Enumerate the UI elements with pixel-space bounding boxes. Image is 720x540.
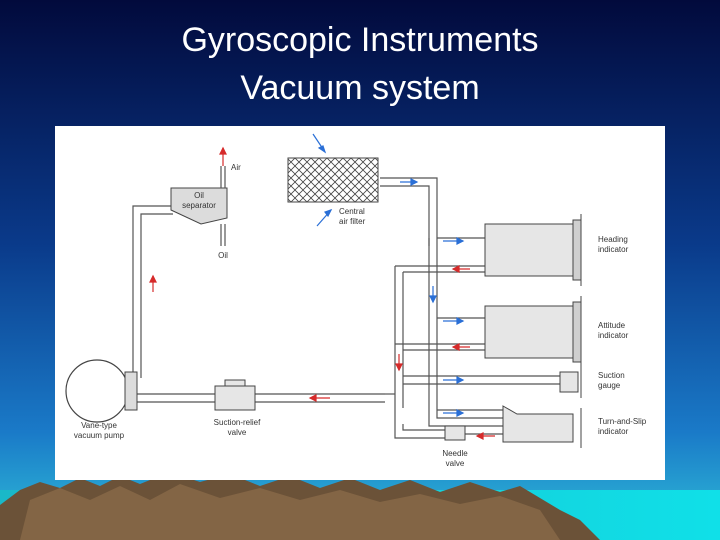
suction-relief-label-1: Suction-relief bbox=[214, 418, 261, 427]
vacuum-pump-label-2: vacuum pump bbox=[74, 431, 125, 440]
vacuum-system-diagram: Air Oil separator Oil Central air filter… bbox=[65, 133, 647, 468]
attitude-indicator bbox=[484, 305, 574, 359]
central-air-filter-label-2: air filter bbox=[339, 217, 366, 226]
oil-label: Oil bbox=[218, 251, 228, 260]
heading-indicator-label-2: indicator bbox=[598, 245, 629, 254]
heading-indicator bbox=[484, 223, 574, 277]
needle-valve bbox=[444, 425, 466, 441]
turn-and-slip-indicator bbox=[502, 405, 574, 443]
central-air-filter bbox=[287, 157, 379, 203]
oil-separator-label-1: Oil bbox=[194, 191, 204, 200]
turn-and-slip-label-1: Turn-and-Slip bbox=[598, 417, 647, 426]
turn-and-slip-label-2: indicator bbox=[598, 427, 629, 436]
central-air-filter-label-1: Central bbox=[339, 207, 365, 216]
oil-separator bbox=[170, 187, 228, 225]
attitude-indicator-label-1: Attitude bbox=[598, 321, 626, 330]
suction-relief-valve bbox=[214, 385, 256, 411]
heading-indicator-label-1: Heading bbox=[598, 235, 628, 244]
suction-gauge-label-1: Suction bbox=[598, 371, 625, 380]
attitude-indicator-label-2: indicator bbox=[598, 331, 629, 340]
suction-gauge bbox=[559, 371, 579, 393]
needle-valve-label-1: Needle bbox=[442, 449, 468, 458]
needle-valve-label-2: valve bbox=[446, 459, 465, 468]
diagram-panel: Air Oil separator Oil Central air filter… bbox=[55, 126, 665, 480]
oil-separator-label-2: separator bbox=[182, 201, 216, 210]
suction-gauge-label-2: gauge bbox=[598, 381, 621, 390]
vacuum-pump bbox=[65, 359, 129, 423]
air-label: Air bbox=[231, 163, 241, 172]
vacuum-pump-label-1: Vane-type bbox=[81, 421, 117, 430]
suction-relief-label-2: valve bbox=[228, 428, 247, 437]
slide-title-line-1: Gyroscopic Instruments bbox=[181, 21, 539, 59]
slide-title-line-2: Vacuum system bbox=[240, 69, 480, 107]
